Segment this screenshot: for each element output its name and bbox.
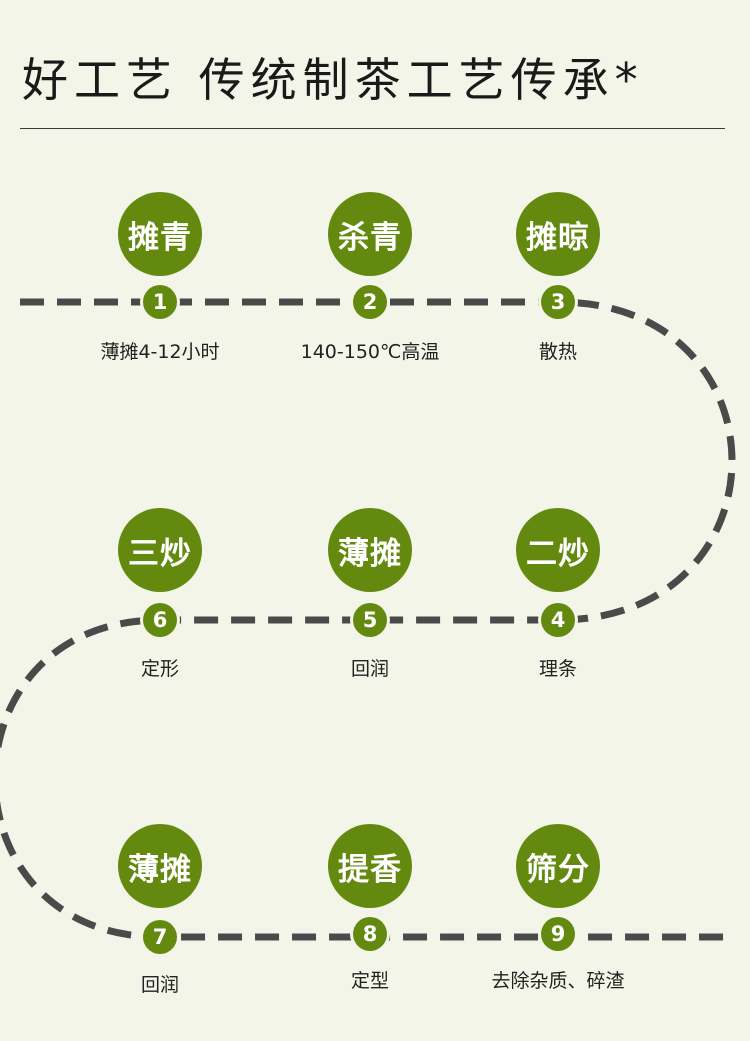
step-9-desc: 去除杂质、碎渣 xyxy=(491,970,625,992)
step-1-circle: 摊青 xyxy=(118,192,202,276)
step-2-circle: 杀青 xyxy=(328,192,412,276)
step-1-desc: 薄摊4-12小时 xyxy=(100,341,220,363)
step-8-desc: 定型 xyxy=(350,970,389,992)
step-3-circle: 摊晾 xyxy=(516,192,600,276)
step-4-number: 4 xyxy=(541,603,575,637)
step-5-name: 薄摊 xyxy=(338,535,402,572)
step-7-desc: 回润 xyxy=(140,974,179,996)
step-1-name: 摊青 xyxy=(128,219,192,256)
step-5-circle: 薄摊 xyxy=(328,508,412,592)
step-3-name: 摊晾 xyxy=(526,219,590,256)
step-6-circle: 三炒 xyxy=(118,508,202,592)
step-6-name: 三炒 xyxy=(128,535,192,572)
step-4-name: 二炒 xyxy=(526,535,590,572)
step-2-number: 2 xyxy=(353,285,387,319)
step-7-number: 7 xyxy=(143,920,177,954)
step-4-desc: 理条 xyxy=(538,658,577,680)
step-7-name: 薄摊 xyxy=(128,851,192,888)
step-8-name: 提香 xyxy=(338,851,402,888)
title-divider xyxy=(20,128,725,129)
step-3-number: 3 xyxy=(541,285,575,319)
step-6-desc: 定形 xyxy=(140,658,179,680)
step-3-desc: 散热 xyxy=(538,341,577,363)
step-9-name: 筛分 xyxy=(526,851,590,888)
step-8-number: 8 xyxy=(353,917,387,951)
step-2-desc: 140-150℃高温 xyxy=(300,341,440,363)
page-title: 好工艺 传统制茶工艺传承* xyxy=(22,53,644,107)
step-7-circle: 薄摊 xyxy=(118,824,202,908)
step-4-circle: 二炒 xyxy=(516,508,600,592)
step-1-number: 1 xyxy=(143,285,177,319)
step-2-name: 杀青 xyxy=(338,219,402,256)
step-5-number: 5 xyxy=(353,603,387,637)
step-9-circle: 筛分 xyxy=(516,824,600,908)
step-9-number: 9 xyxy=(541,917,575,951)
step-8-circle: 提香 xyxy=(328,824,412,908)
step-5-desc: 回润 xyxy=(350,658,389,680)
step-6-number: 6 xyxy=(143,603,177,637)
